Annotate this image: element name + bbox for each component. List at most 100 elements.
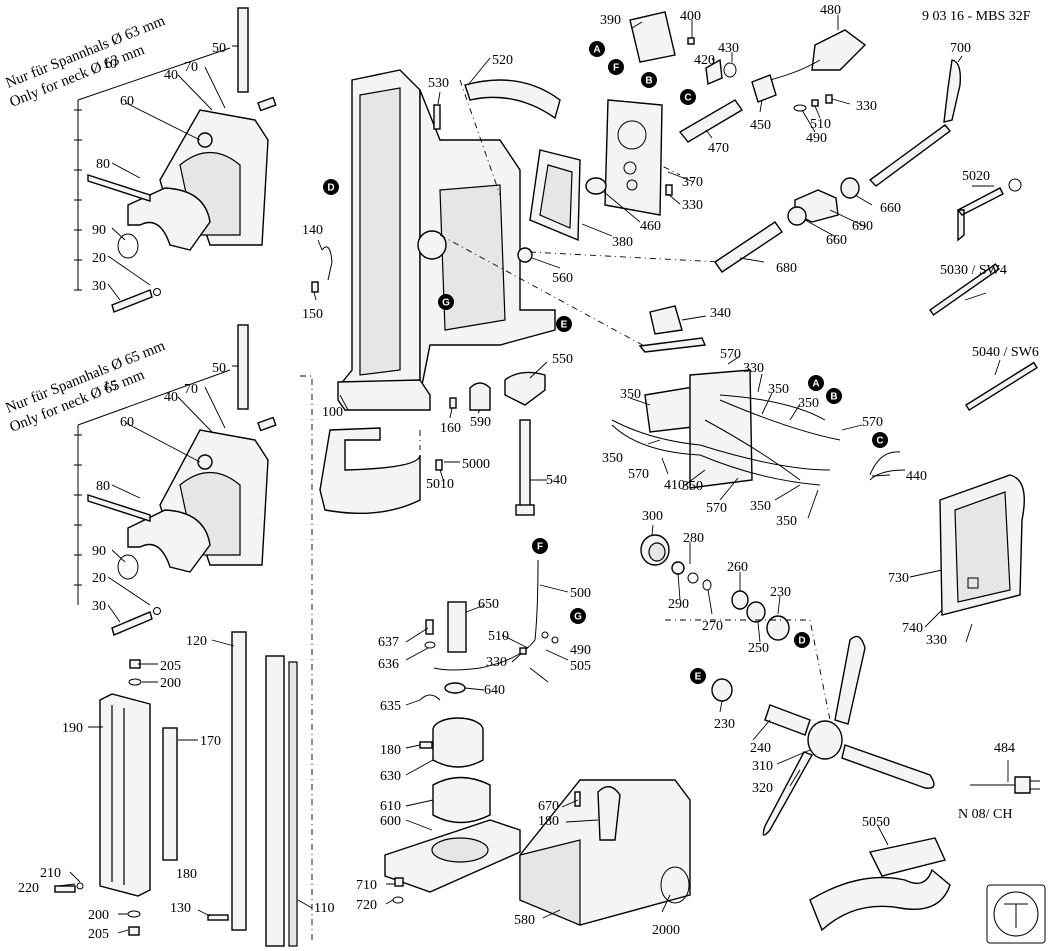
marker-b: B xyxy=(826,388,842,404)
earth-cable-500 xyxy=(433,559,539,671)
bracket-65 xyxy=(74,369,231,605)
marker-letter: G xyxy=(574,612,582,623)
plate-370 xyxy=(604,99,663,216)
part-label: 50 xyxy=(212,361,226,376)
cover-730-inner xyxy=(954,491,1011,603)
marker-e: E xyxy=(690,668,706,684)
marker-g: G xyxy=(438,294,454,310)
cable-group xyxy=(678,29,867,143)
part-label: 350 xyxy=(750,499,771,514)
part-label: 5020 xyxy=(962,169,990,184)
gear-axis-lines xyxy=(665,619,831,721)
part-label: 80 xyxy=(96,157,110,172)
marker-circle xyxy=(532,538,548,554)
clamp-jaw xyxy=(127,187,211,251)
bearing-300-inner xyxy=(648,542,666,562)
screw-30b xyxy=(111,611,153,636)
washer-510 xyxy=(541,631,549,639)
part-label: 690 xyxy=(852,219,873,234)
nut-210 xyxy=(76,882,84,890)
spindle-foot xyxy=(515,504,535,516)
part-label: 636 xyxy=(378,657,399,672)
part-label: 70 xyxy=(184,382,198,397)
part-label: 90 xyxy=(92,544,106,559)
part-label: 330 xyxy=(926,633,947,648)
handwheel-550 xyxy=(504,371,546,406)
washer-90b xyxy=(117,554,139,580)
ring-280 xyxy=(687,572,699,584)
lever-group xyxy=(714,59,1022,273)
marker-c: C xyxy=(680,89,696,105)
marker-circle xyxy=(570,608,586,624)
part-label: 450 xyxy=(750,118,771,133)
part-label: 190 xyxy=(62,721,83,736)
part-label: 510 xyxy=(488,629,509,644)
part-label: 530 xyxy=(428,76,449,91)
disc-2000 xyxy=(660,866,690,904)
rail-group xyxy=(54,631,298,947)
part-label: 350 xyxy=(620,387,641,402)
part-label: 80 xyxy=(96,479,110,494)
part-label: 330 xyxy=(682,198,703,213)
part-label: 440 xyxy=(906,469,927,484)
nut-430 xyxy=(723,62,737,78)
part-label: 2000 xyxy=(652,923,680,938)
part-label: 500 xyxy=(570,586,591,601)
marker-circle xyxy=(438,294,454,310)
clip-635 xyxy=(419,694,441,701)
part-label: 205 xyxy=(88,927,109,942)
knob-205b xyxy=(128,926,140,936)
washer-20 xyxy=(153,288,161,296)
marker-e: E xyxy=(556,316,572,332)
screw-70 xyxy=(257,96,277,112)
part-label: 300 xyxy=(642,509,663,524)
shaft-240 xyxy=(764,704,811,736)
clamp-assembly-63: Nur für Spannhals Ø 63 mm Only for neck … xyxy=(4,7,277,313)
plate-600-hole xyxy=(431,837,489,863)
knob-340-disc xyxy=(638,337,707,353)
rail-110-edge xyxy=(288,661,298,947)
nut-460 xyxy=(585,177,607,195)
screw-150 xyxy=(311,281,319,293)
marker-circle xyxy=(826,388,842,404)
handle-320c xyxy=(762,751,814,836)
screw-30 xyxy=(111,289,153,313)
part-label: 290 xyxy=(668,597,689,612)
strap-5050 xyxy=(809,868,951,932)
part-label: 505 xyxy=(570,659,591,674)
part-label: 250 xyxy=(748,641,769,656)
part-label: 280 xyxy=(683,531,704,546)
hub-310 xyxy=(807,720,843,760)
handle-320a xyxy=(834,635,866,725)
part-label: 637 xyxy=(378,635,399,650)
part-label: 180 xyxy=(538,814,559,829)
rack-170 xyxy=(162,727,178,861)
marker-letter: A xyxy=(812,379,819,390)
base-group xyxy=(384,717,691,926)
part-label: 635 xyxy=(380,699,401,714)
marker-circle xyxy=(690,668,706,684)
bearing-230a xyxy=(766,615,790,641)
marker-circle xyxy=(641,72,657,88)
marker-circle xyxy=(808,375,824,391)
marker-d: D xyxy=(794,632,810,648)
part-label: 210 xyxy=(40,866,61,881)
part-label: 120 xyxy=(186,634,207,649)
handle-320b xyxy=(841,744,935,789)
knob-340 xyxy=(649,305,683,335)
clamp-nut xyxy=(197,132,213,148)
screw-70b xyxy=(257,416,277,432)
part-label: 40 xyxy=(164,68,178,83)
part-label: 40 xyxy=(164,390,178,405)
marker-c: C xyxy=(872,432,888,448)
spindle-bore xyxy=(417,230,447,260)
part-label: 610 xyxy=(380,799,401,814)
ring-290 xyxy=(671,561,685,575)
part-label: 330 xyxy=(486,655,507,670)
part-label: 330 xyxy=(743,361,764,376)
gland-450 xyxy=(751,74,777,103)
part-label: 460 xyxy=(640,219,661,234)
part-label: 330 xyxy=(856,99,877,114)
marker-letter: E xyxy=(695,672,702,683)
spindle-540 xyxy=(519,419,531,511)
